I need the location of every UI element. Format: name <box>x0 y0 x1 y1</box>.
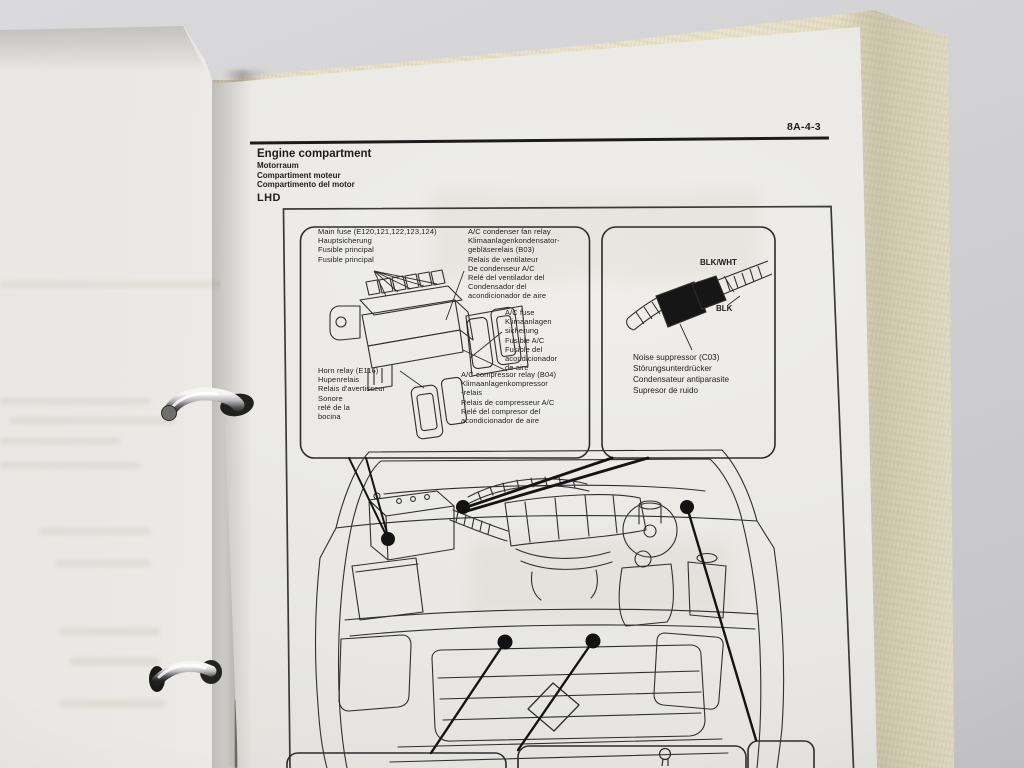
page-title-fr: Compartiment moteur <box>257 170 341 180</box>
ghost-text <box>0 438 120 444</box>
page-stack-top-shade <box>0 26 216 72</box>
page-number: 8A-4-3 <box>787 121 821 133</box>
ghost-text <box>60 628 160 635</box>
label-horn-relay: Horn relay (E116) Hupenrelais Relais d'a… <box>318 366 386 422</box>
binder-ring-top <box>161 387 254 421</box>
ghost-text <box>10 418 175 424</box>
binder-ring-bottom <box>149 660 222 692</box>
label-wire-blk: BLK <box>716 304 733 313</box>
label-main-fuse: Main fuse (E120,121,122,123,124) Hauptsi… <box>318 227 437 264</box>
ghost-text <box>0 462 140 468</box>
label-ac-compressor-relay: A/C compressor relay (B04) Klimaanlagenk… <box>461 370 557 426</box>
label-ac-condenser-fan-relay: A/C condenser fan relay Klimaanlagenkond… <box>468 227 560 301</box>
page-title-en: Engine compartment <box>257 148 372 160</box>
ghost-text <box>0 282 228 287</box>
page-title-es: Compartimento del motor <box>257 180 355 189</box>
label-noise-suppressor: Noise suppressor (C03) Störungsunterdrüc… <box>633 353 730 395</box>
page-left-shadow <box>212 80 252 768</box>
page-title-de: Motorraum <box>257 161 299 170</box>
ghost-text <box>70 658 160 665</box>
ghost-text <box>40 528 150 534</box>
page-title-translations: Motorraum Compartiment moteur Compartime… <box>257 161 355 190</box>
page-crease <box>235 700 237 768</box>
ghost-text <box>55 560 150 566</box>
show-through-smudge <box>470 540 730 620</box>
label-ac-fuse: A/C fuse Klimaanlagen sicherung Fusible … <box>505 308 558 373</box>
drive-variant-label: LHD <box>257 192 281 204</box>
ghost-text <box>60 700 165 707</box>
label-wire-blk-wht: BLK/WHT <box>700 258 737 267</box>
ghost-text <box>0 398 150 404</box>
